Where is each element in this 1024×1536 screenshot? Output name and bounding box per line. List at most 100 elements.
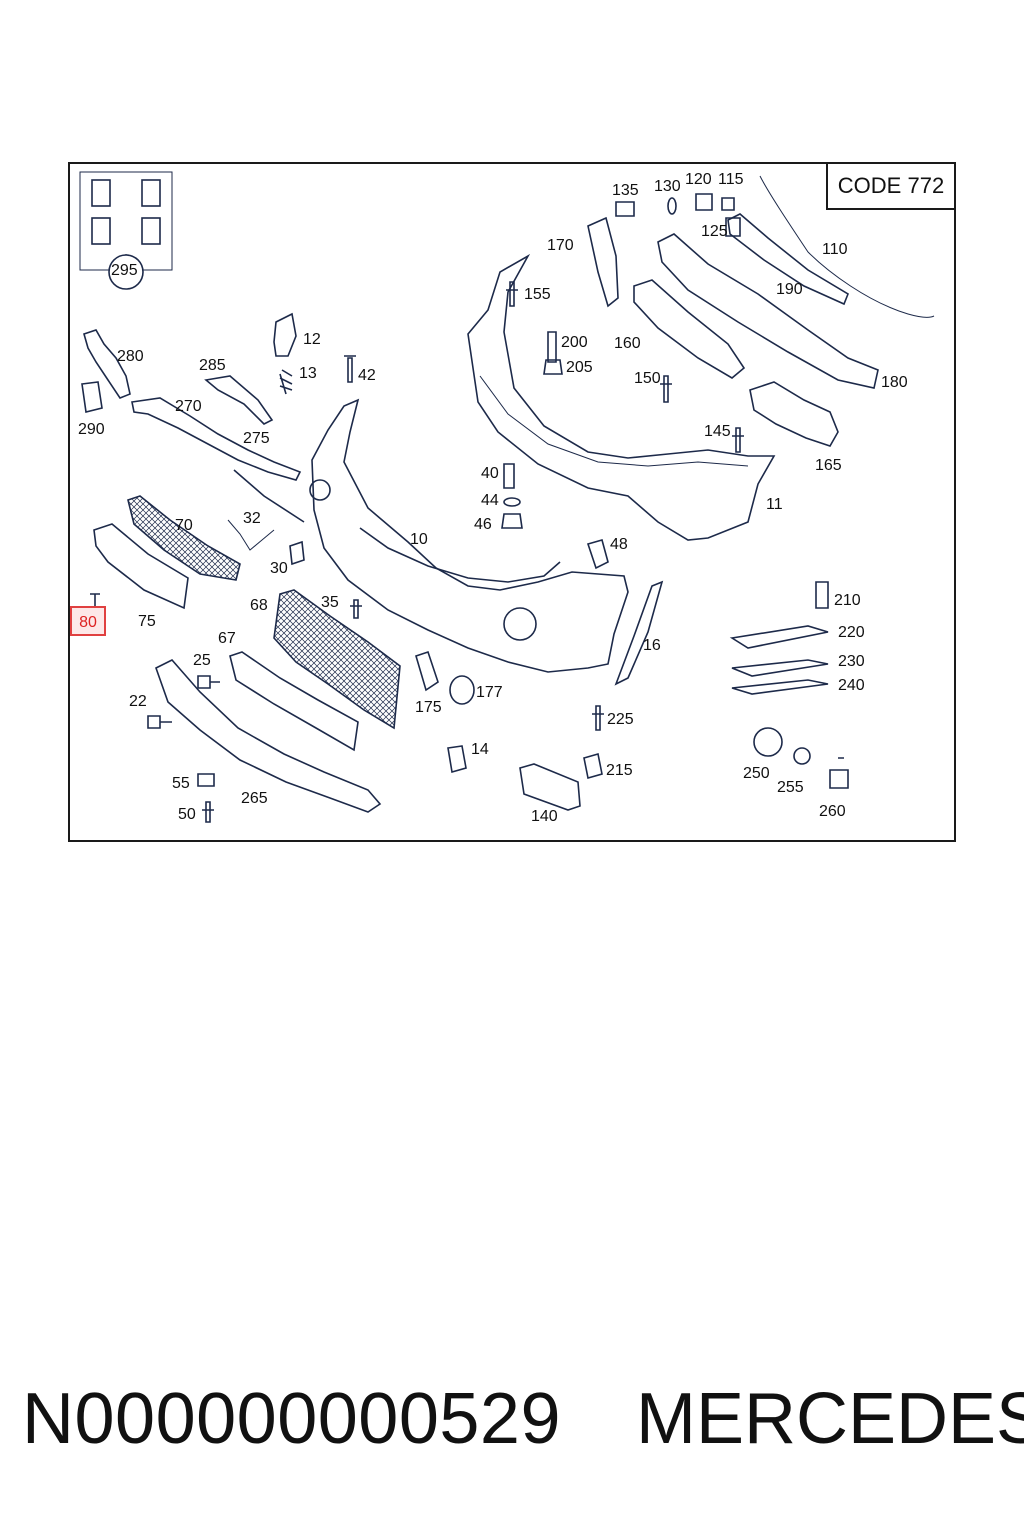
- callout-155: 155: [524, 286, 551, 303]
- callout-67: 67: [218, 630, 236, 647]
- callout-22: 22: [129, 693, 147, 710]
- clip-125: [725, 217, 741, 237]
- bolt-22: [147, 715, 172, 729]
- clip-55: [197, 773, 215, 787]
- washer-44: [503, 497, 521, 507]
- callout-32: 32: [243, 510, 261, 527]
- clip-12: [273, 312, 297, 357]
- strip-75: [93, 523, 189, 610]
- callout-140: 140: [531, 808, 558, 825]
- bracket-280: [83, 329, 131, 399]
- callout-12: 12: [303, 331, 321, 348]
- callout-13: 13: [299, 365, 317, 382]
- cover-140: [519, 763, 581, 811]
- absorber-165: [749, 381, 839, 447]
- callout-285: 285: [199, 357, 226, 374]
- callout-11: 11: [766, 496, 783, 513]
- bolt-48: [586, 539, 609, 570]
- bolt-225: [592, 705, 604, 731]
- bolt-80: [90, 593, 100, 606]
- bumper-opening: [359, 527, 561, 583]
- callout-80-highlight: 80: [70, 606, 106, 636]
- part-number: N000000000529: [22, 1379, 562, 1459]
- callout-30: 30: [270, 560, 288, 577]
- grille-70: [127, 495, 241, 581]
- diagram-frame: [68, 162, 956, 842]
- callout-48: 48: [610, 536, 628, 553]
- callout-68: 68: [250, 597, 268, 614]
- callout-270: 270: [175, 398, 202, 415]
- callout-150: 150: [634, 370, 661, 387]
- callout-16: 16: [643, 637, 661, 654]
- callout-170: 170: [547, 237, 574, 254]
- grommet-130: [667, 197, 677, 215]
- bracket-170: [587, 216, 619, 308]
- callout-125: 125: [701, 223, 728, 240]
- bolt-35: [350, 599, 362, 619]
- nut-205: [543, 359, 563, 375]
- bolt-50: [202, 801, 214, 823]
- callout-200: 200: [561, 334, 588, 351]
- bumper-frame-11: [467, 253, 776, 541]
- callout-220: 220: [838, 624, 865, 641]
- callout-240: 240: [838, 677, 865, 694]
- strip-220: [729, 625, 829, 649]
- callout-255: 255: [777, 779, 804, 796]
- bolt-145: [732, 427, 744, 453]
- clip-135: [615, 201, 635, 217]
- trim-16: [614, 580, 664, 686]
- spring-13: [279, 369, 293, 395]
- clip-175: [415, 650, 439, 692]
- grille-68: [273, 589, 401, 730]
- strip-230: [731, 659, 829, 677]
- callout-130: 130: [654, 178, 681, 195]
- callout-177: 177: [476, 684, 503, 701]
- bumper-parts-drawing: [79, 171, 935, 823]
- bolt-42: [344, 355, 356, 383]
- nut-46: [501, 513, 523, 529]
- callout-55: 55: [172, 775, 190, 792]
- callout-25: 25: [193, 652, 211, 669]
- bracket-upper-110: [727, 213, 849, 306]
- ring-177: [449, 675, 475, 705]
- bolt-210: [815, 581, 829, 609]
- callout-120: 120: [685, 171, 712, 188]
- callout-70: 70: [175, 517, 193, 534]
- clip-290: [81, 381, 103, 413]
- callout-40: 40: [481, 465, 499, 482]
- callout-135: 135: [612, 182, 639, 199]
- callout-14: 14: [471, 741, 489, 758]
- clip-215: [583, 752, 603, 780]
- callout-44: 44: [481, 492, 499, 509]
- callout-210: 210: [834, 592, 861, 609]
- bolt-40: [503, 463, 515, 489]
- arrow-to-bumper: [233, 469, 305, 523]
- callout-205: 205: [566, 359, 593, 376]
- rail-270-275: [131, 397, 302, 481]
- bolt-200: [547, 331, 557, 363]
- brand-name: MERCEDES: [636, 1379, 1024, 1459]
- support-265: [155, 659, 382, 813]
- fog-lamp-right: [503, 607, 537, 641]
- arrow-32: [227, 519, 275, 551]
- callout-230: 230: [838, 653, 865, 670]
- code-label: CODE 772: [826, 162, 956, 210]
- callout-215: 215: [606, 762, 633, 779]
- callout-42: 42: [358, 367, 376, 384]
- clip-30: [289, 540, 305, 566]
- callout-175: 175: [415, 699, 442, 716]
- callout-265: 265: [241, 790, 268, 807]
- strip-67: [229, 651, 359, 752]
- callout-180: 180: [881, 374, 908, 391]
- callout-295: 295: [111, 262, 138, 279]
- footer: N000000000529 MERCEDES: [0, 1378, 1024, 1468]
- bumper-frame-inner: [479, 375, 749, 467]
- clip-115: [721, 197, 735, 211]
- callout-10: 10: [410, 531, 428, 548]
- bumper-cover-10: [311, 398, 629, 673]
- callout-115: 115: [718, 171, 744, 188]
- wiring-110: [759, 175, 935, 318]
- strip-240: [731, 679, 829, 695]
- clip-120: [695, 193, 713, 211]
- bracket-285: [204, 375, 274, 425]
